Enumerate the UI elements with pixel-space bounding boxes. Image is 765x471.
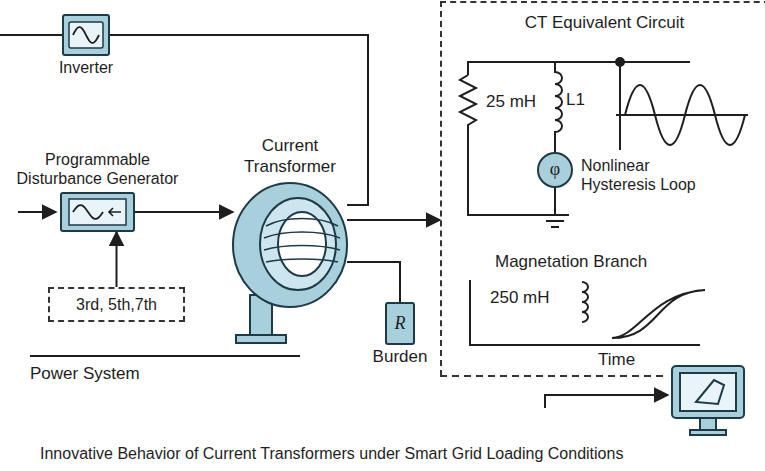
inductance-value: 250 mH [490,288,550,308]
branch-title: Magnetation Branch [495,252,647,272]
inverter-icon [64,16,108,54]
monitor-icon [672,366,744,435]
caption: Innovative Behavior of Current Transform… [40,444,623,463]
ct-toroid [233,183,347,343]
power-system-line [30,355,300,357]
ct-base [236,335,286,343]
connector [347,262,400,302]
hysteresis-curve [612,290,705,338]
hysteresis-label: Nonlinear Hysteresis Loop [581,156,709,194]
magnetizing-inductor [582,282,588,322]
monitor-icon [672,366,744,418]
monitor-icon [690,430,726,435]
inductor-name: L1 [566,90,585,110]
generator-label: Programmable Disturbance Generator [10,150,185,188]
sine-waveform [625,85,745,145]
inverter-label: Inverter [59,58,113,77]
connector [116,232,118,287]
connector [347,219,440,221]
input-arrow [18,211,56,213]
ground-symbol [541,215,569,227]
region-bottom-border [440,375,665,377]
flux-symbol: φ [550,159,560,181]
sine-symbol [73,205,103,219]
ct-core-inner [260,198,336,290]
inductor-symbol [555,62,562,152]
generator-icon [62,194,133,230]
ct-winding [264,232,340,238]
ct-core [233,183,347,307]
equivalent-circuit-region: CT Equivalent CircuitφNonlinear Hysteres… [440,1,765,376]
burden-resistor: RBurden [385,302,415,345]
inverter-box: Inverter [62,14,110,56]
wire [554,188,556,215]
equivalent-circuit [460,58,748,345]
inverter-screen [69,22,103,48]
ct-winding [264,219,340,263]
top-wire [468,62,690,75]
monitor-icon [700,418,716,430]
harmonics-label: 3rd, 5th,7th [76,295,157,314]
illustration [0,35,665,376]
monitor-arrow [545,395,668,408]
system-label: Power System [30,364,140,384]
disturbance-generator-box: Programmable Disturbance Generator [60,192,135,232]
resistor-symbol-label: R [395,313,406,335]
burden-label: Burden [373,347,428,367]
monitor-icon [680,373,736,411]
generator-screen [69,199,126,225]
ct-window [278,212,326,276]
connector [135,211,233,213]
input-wire [0,34,62,36]
ct-winding [266,259,338,262]
harmonics-box: 3rd, 5th,7th [48,287,185,322]
current-transformer: Current Transformer [233,183,347,307]
arrow-symbol [109,208,121,216]
ct-label: Current Transformer [225,136,355,177]
ct-winding [266,219,338,227]
axis-label: Time [598,350,635,370]
ct-winding [264,246,340,251]
resistor-symbol [460,75,555,215]
sine-symbol [73,27,99,43]
plot-axis [470,280,700,345]
flux-element: φNonlinear Hysteresis Loop [537,152,573,188]
region-title: CT Equivalent Circuit [442,13,765,33]
waveform-axis [616,62,748,150]
monitor-icon [696,380,724,404]
inductance-value: 25 mH [486,92,536,112]
